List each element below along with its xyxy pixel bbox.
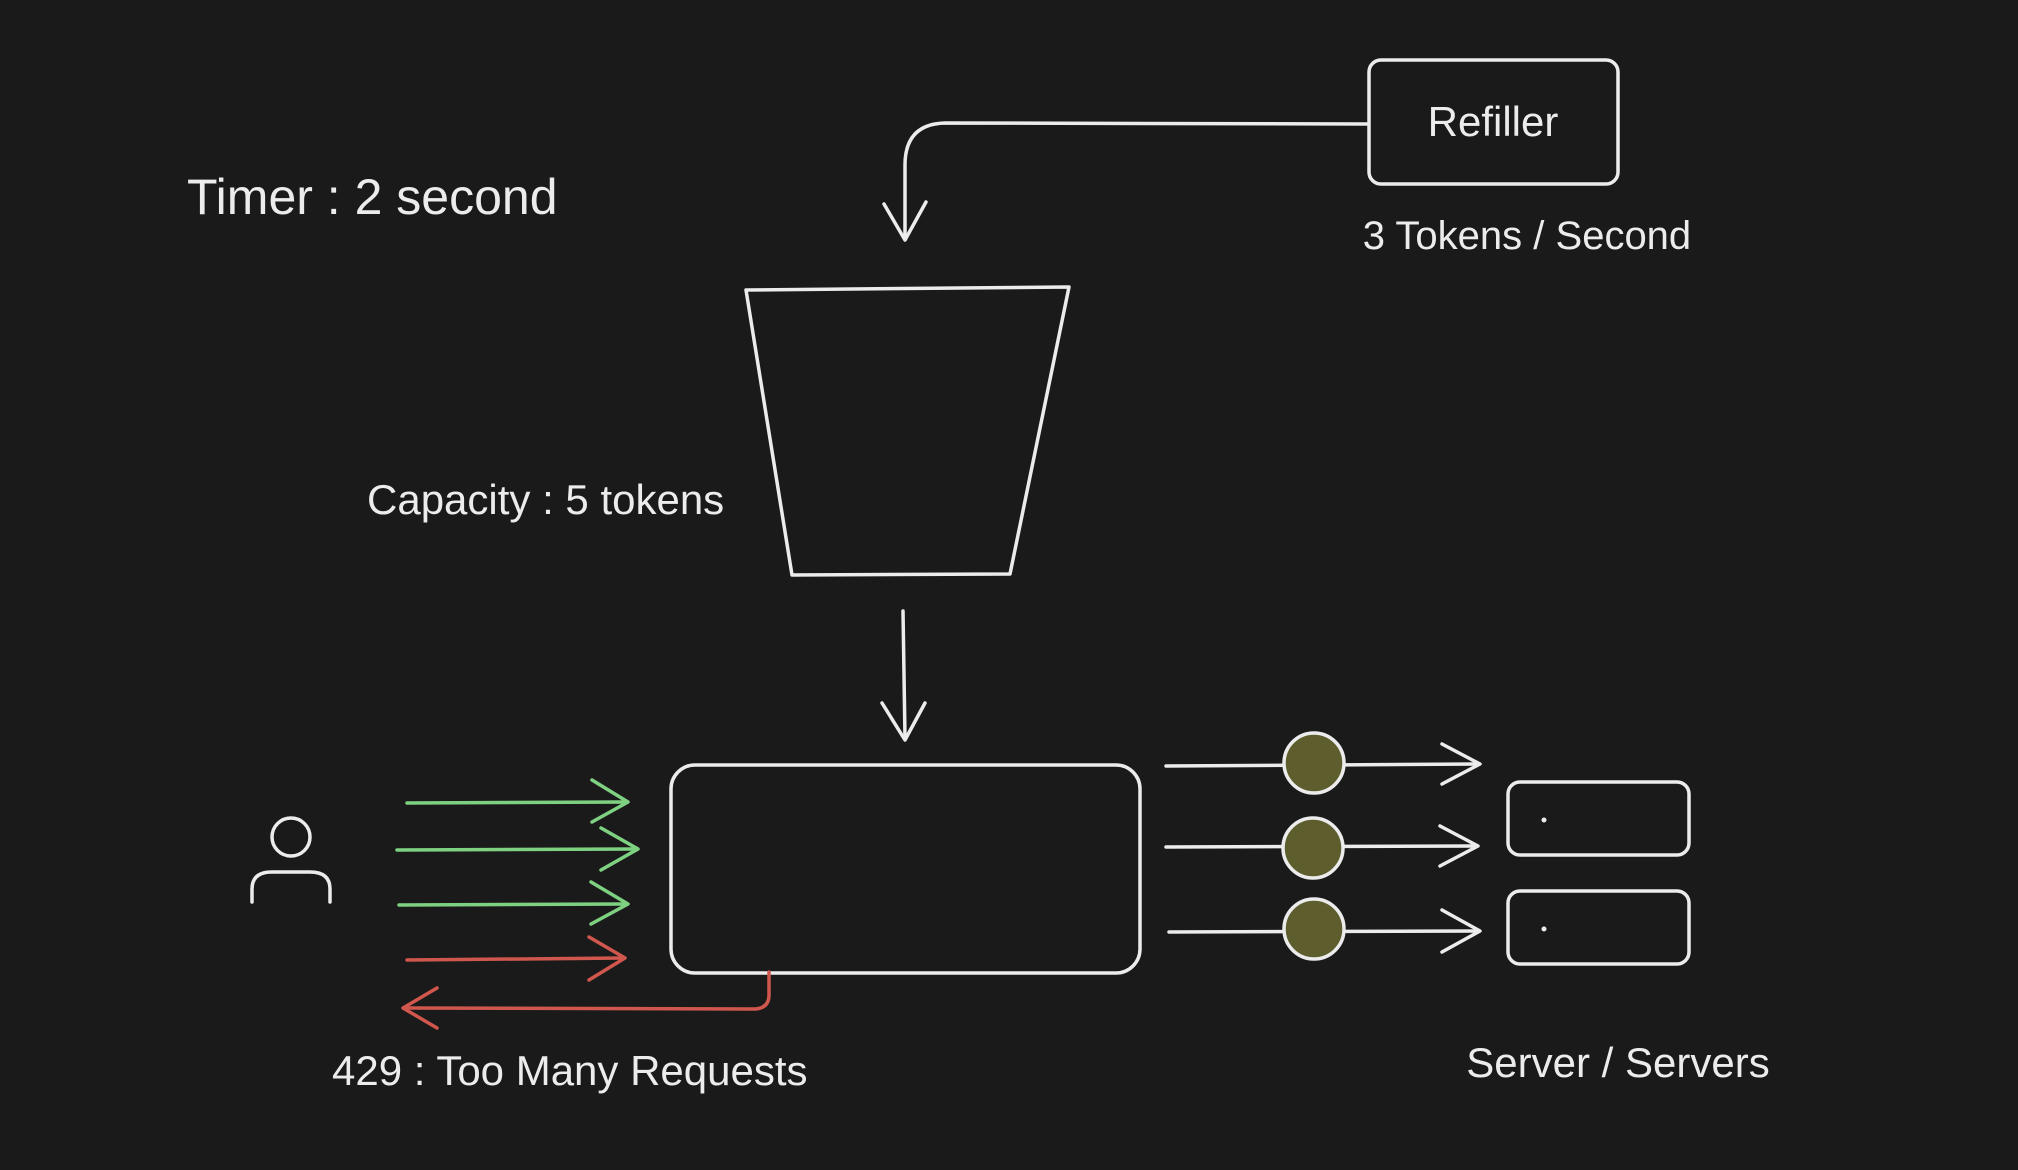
rejection-label: 429 : Too Many Requests [332, 1047, 808, 1094]
refiller-box [1367, 58, 1620, 186]
forwarded-request-arrow [1167, 897, 1482, 961]
rejection-return-arrow [401, 970, 771, 1030]
accepted-request-arrow [397, 880, 630, 926]
bucket-arrow-line [901, 609, 907, 740]
bucket-to-limiter-arrow [880, 609, 927, 742]
refill-rate-label: 3 Tokens / Second [1363, 214, 1691, 258]
forwarded-request-arrow [1164, 731, 1482, 795]
accepted-request-arrow [405, 778, 630, 824]
servers-label: Server / Servers [1466, 1039, 1769, 1086]
token [1281, 816, 1345, 880]
refill-arrow [882, 121, 1369, 242]
refiller-node: Refiller [1367, 58, 1620, 186]
token [1282, 897, 1346, 961]
token-bucket [744, 285, 1071, 577]
capacity-label: Capacity : 5 tokens [367, 476, 724, 523]
accepted-request-arrow [395, 826, 640, 872]
rejected-request-arrow [405, 935, 627, 982]
bucket-arrow-head [880, 701, 927, 742]
rate-limiter-box [669, 763, 1142, 975]
timer-label: Timer : 2 second [187, 169, 558, 225]
server-box [1506, 889, 1691, 966]
refill-arrow-line [903, 121, 1369, 240]
forwarded-request-arrow [1164, 816, 1480, 880]
server-box [1506, 780, 1691, 857]
refill-arrow-head [882, 200, 928, 242]
refiller-label: Refiller [1428, 98, 1559, 145]
user-icon [250, 816, 332, 904]
token [1282, 731, 1346, 795]
